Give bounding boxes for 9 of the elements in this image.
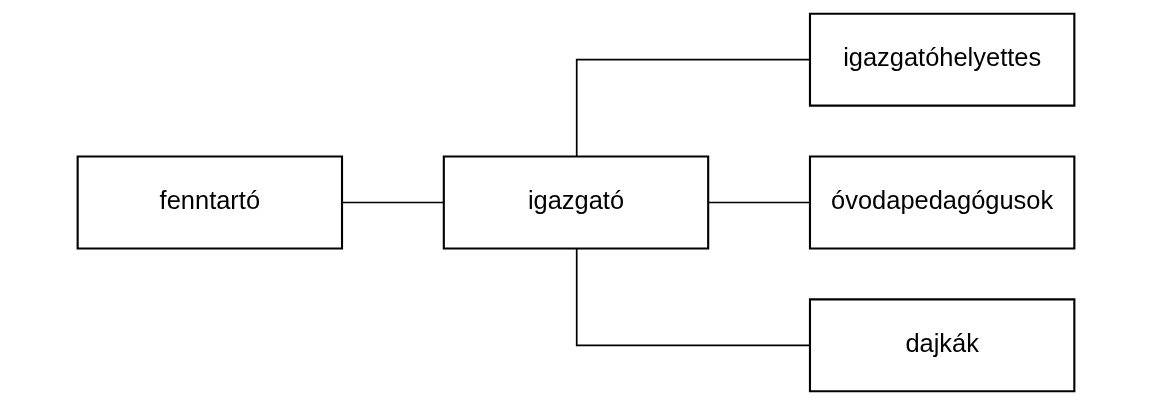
connector	[341, 201, 445, 204]
node-box: igazgató	[442, 155, 710, 250]
connector	[575, 58, 811, 158]
node-box: óvodapedagógusok	[808, 155, 1076, 250]
node-box: fenntartó	[76, 155, 344, 250]
node-box: igazgatóhelyettes	[808, 12, 1076, 107]
connector	[575, 247, 811, 347]
connector	[707, 201, 811, 204]
node-box: dajkák	[808, 298, 1076, 393]
